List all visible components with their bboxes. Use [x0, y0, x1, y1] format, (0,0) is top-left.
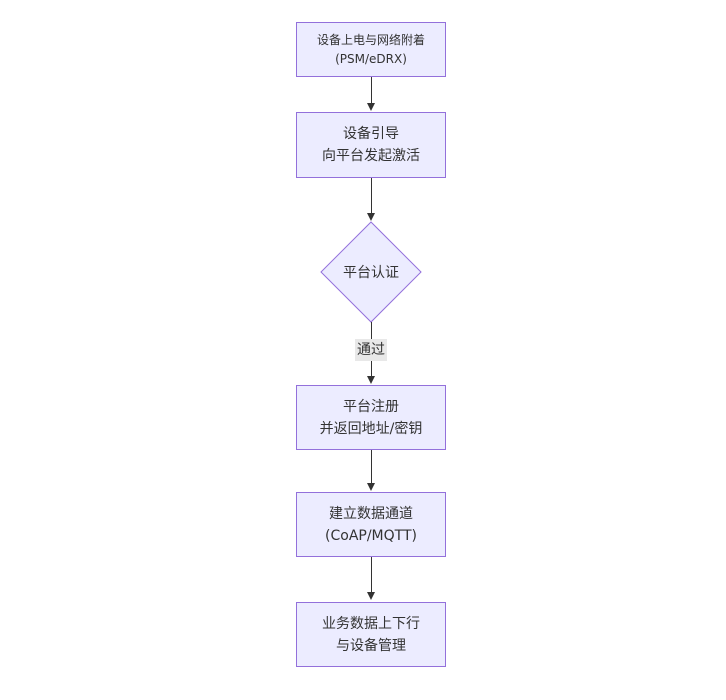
flow-node-bootstrap: 设备引导 向平台发起激活	[296, 112, 446, 178]
node-text-line: (PSM/eDRX)	[335, 51, 407, 66]
arrowhead-icon	[367, 592, 375, 600]
flow-node-channel: 建立数据通道 (CoAP/MQTT)	[296, 492, 446, 557]
flow-edge	[371, 178, 372, 214]
node-text-line: 业务数据上下行	[322, 615, 420, 632]
flow-node-auth: 平台认证	[318, 219, 424, 325]
flow-edge	[371, 77, 372, 104]
edge-label-pass: 通过	[355, 339, 387, 361]
node-text-line: 设备引导	[343, 126, 399, 142]
arrowhead-icon	[367, 103, 375, 111]
node-text-line: 并返回地址/密钥	[319, 420, 423, 437]
node-text-line: 设备上电与网络附着	[316, 32, 425, 47]
flow-edge	[371, 450, 372, 483]
flow-node-business: 业务数据上下行 与设备管理	[296, 602, 446, 667]
flow-node-attach: 设备上电与网络附着 (PSM/eDRX)	[296, 22, 446, 77]
node-text-line: 平台认证	[343, 265, 399, 281]
node-text-line: 建立数据通道	[329, 505, 413, 522]
node-text-line: (CoAP/MQTT)	[325, 527, 417, 544]
node-text-line: 与设备管理	[336, 637, 406, 654]
node-text-line: 平台注册	[343, 398, 399, 415]
node-text-line: 向平台发起激活	[322, 148, 420, 164]
arrowhead-icon	[367, 483, 375, 491]
arrowhead-icon	[367, 376, 375, 384]
arrowhead-icon	[367, 213, 375, 221]
flow-node-register: 平台注册 并返回地址/密钥	[296, 385, 446, 450]
flow-edge	[371, 557, 372, 592]
